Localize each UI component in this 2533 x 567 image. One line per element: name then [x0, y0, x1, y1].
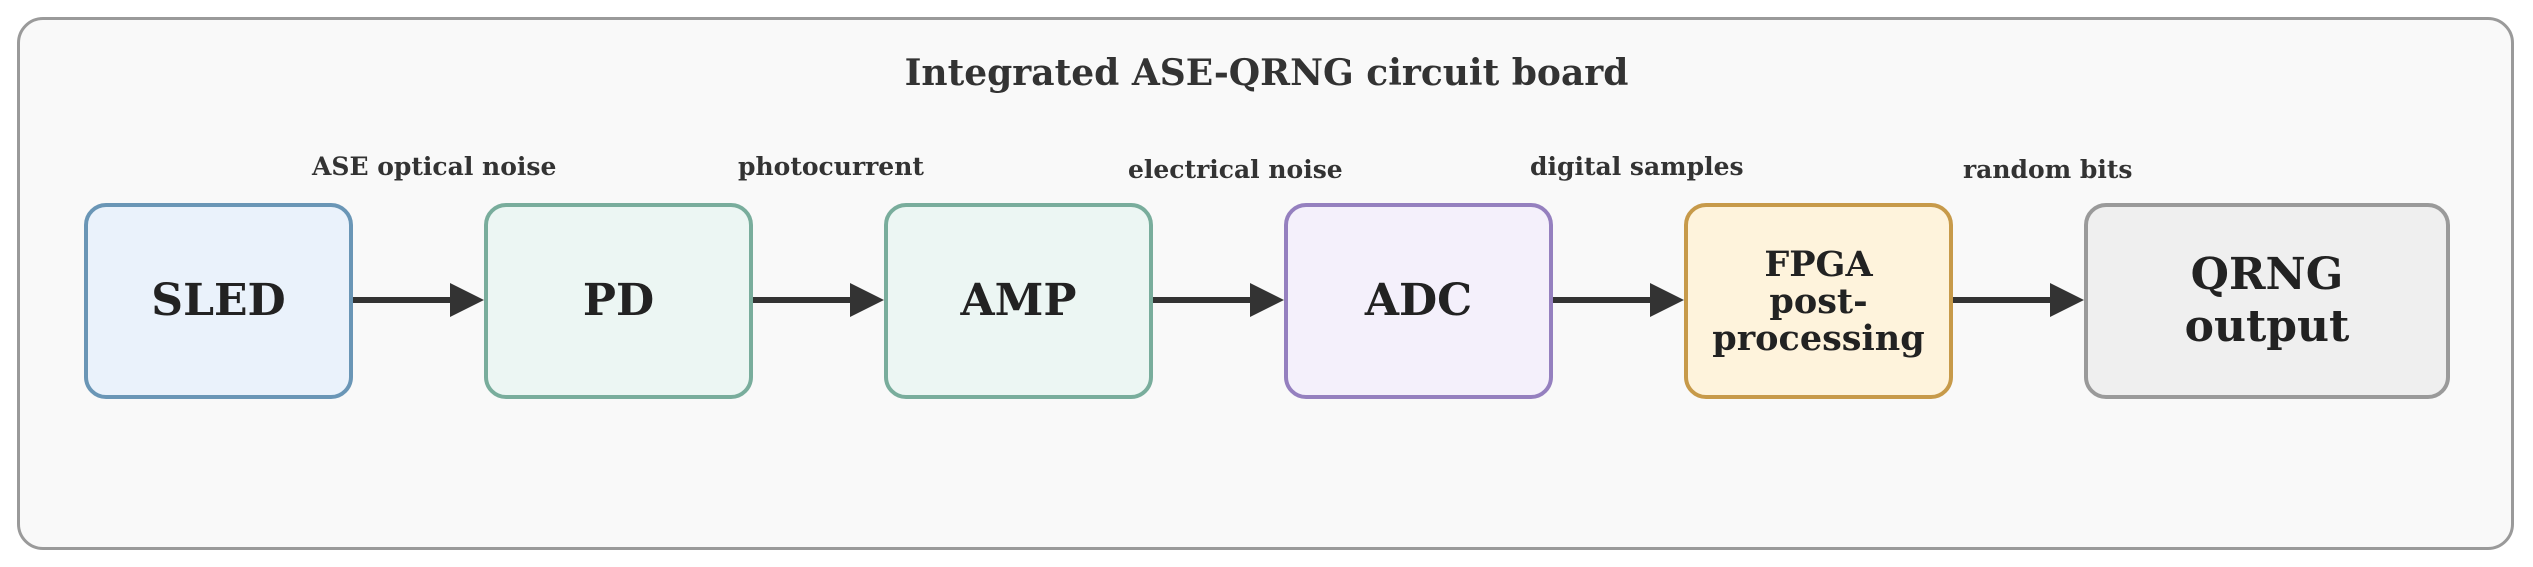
node-amp-label: AMP — [960, 275, 1077, 326]
edge-label-photocurrent: photocurrent — [738, 152, 924, 181]
node-amp: AMP — [884, 203, 1153, 399]
edge-label-ase-optical-noise: ASE optical noise — [312, 152, 557, 181]
arrow-pd-to-amp — [753, 283, 884, 317]
edge-label-random-bits: random bits — [1963, 155, 2133, 184]
node-pd: PD — [484, 203, 753, 399]
node-fpga: FPGA post-processing — [1684, 203, 1953, 399]
arrow-adc-to-fpga — [1553, 283, 1684, 317]
arrow-sled-to-pd — [353, 283, 484, 317]
node-pd-label: PD — [582, 275, 655, 326]
node-qrng-label-line1: QRNG — [2190, 249, 2344, 300]
node-fpga-label-line2: post-processing — [1712, 280, 1925, 359]
edge-label-electrical-noise: electrical noise — [1128, 155, 1343, 184]
node-qrng-label-line2: output — [2184, 301, 2350, 352]
edge-label-digital-samples: digital samples — [1530, 152, 1744, 181]
node-adc: ADC — [1284, 203, 1553, 399]
node-sled-label: SLED — [151, 275, 286, 326]
node-fpga-label-line1: FPGA — [1764, 243, 1873, 285]
arrow-amp-to-adc — [1153, 283, 1284, 317]
node-qrng: QRNG output — [2084, 203, 2450, 399]
node-sled: SLED — [84, 203, 353, 399]
arrow-fpga-to-qrng — [1953, 283, 2084, 317]
node-adc-label: ADC — [1364, 275, 1473, 326]
diagram-title: Integrated ASE-QRNG circuit board — [904, 52, 1629, 94]
